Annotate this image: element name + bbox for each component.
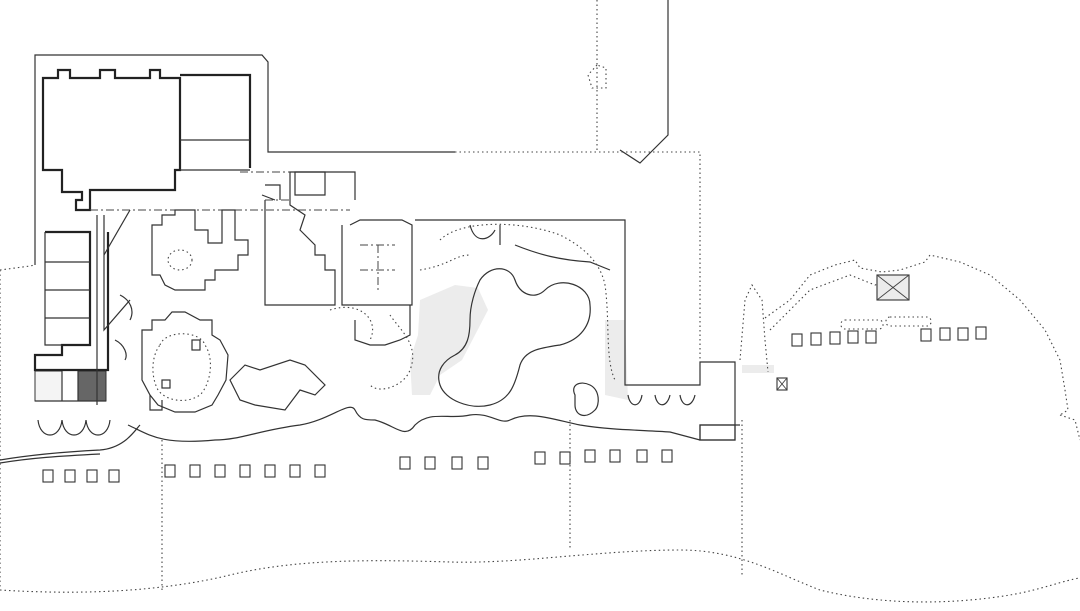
- dark-tile-patch: [77, 370, 107, 402]
- shaded-plaza-left: [410, 285, 488, 395]
- main-building: [33, 68, 350, 436]
- pool: [438, 268, 591, 407]
- pool-garden: [0, 219, 740, 464]
- shaded-plaza-right: [605, 320, 628, 400]
- shaded-zones: [34, 285, 774, 402]
- planter-squares: [42, 326, 987, 483]
- dotted-tile-patch: [34, 370, 63, 402]
- courtyard-buildings: [141, 171, 413, 413]
- east-structures: [776, 274, 932, 391]
- shaded-walkway: [742, 365, 774, 373]
